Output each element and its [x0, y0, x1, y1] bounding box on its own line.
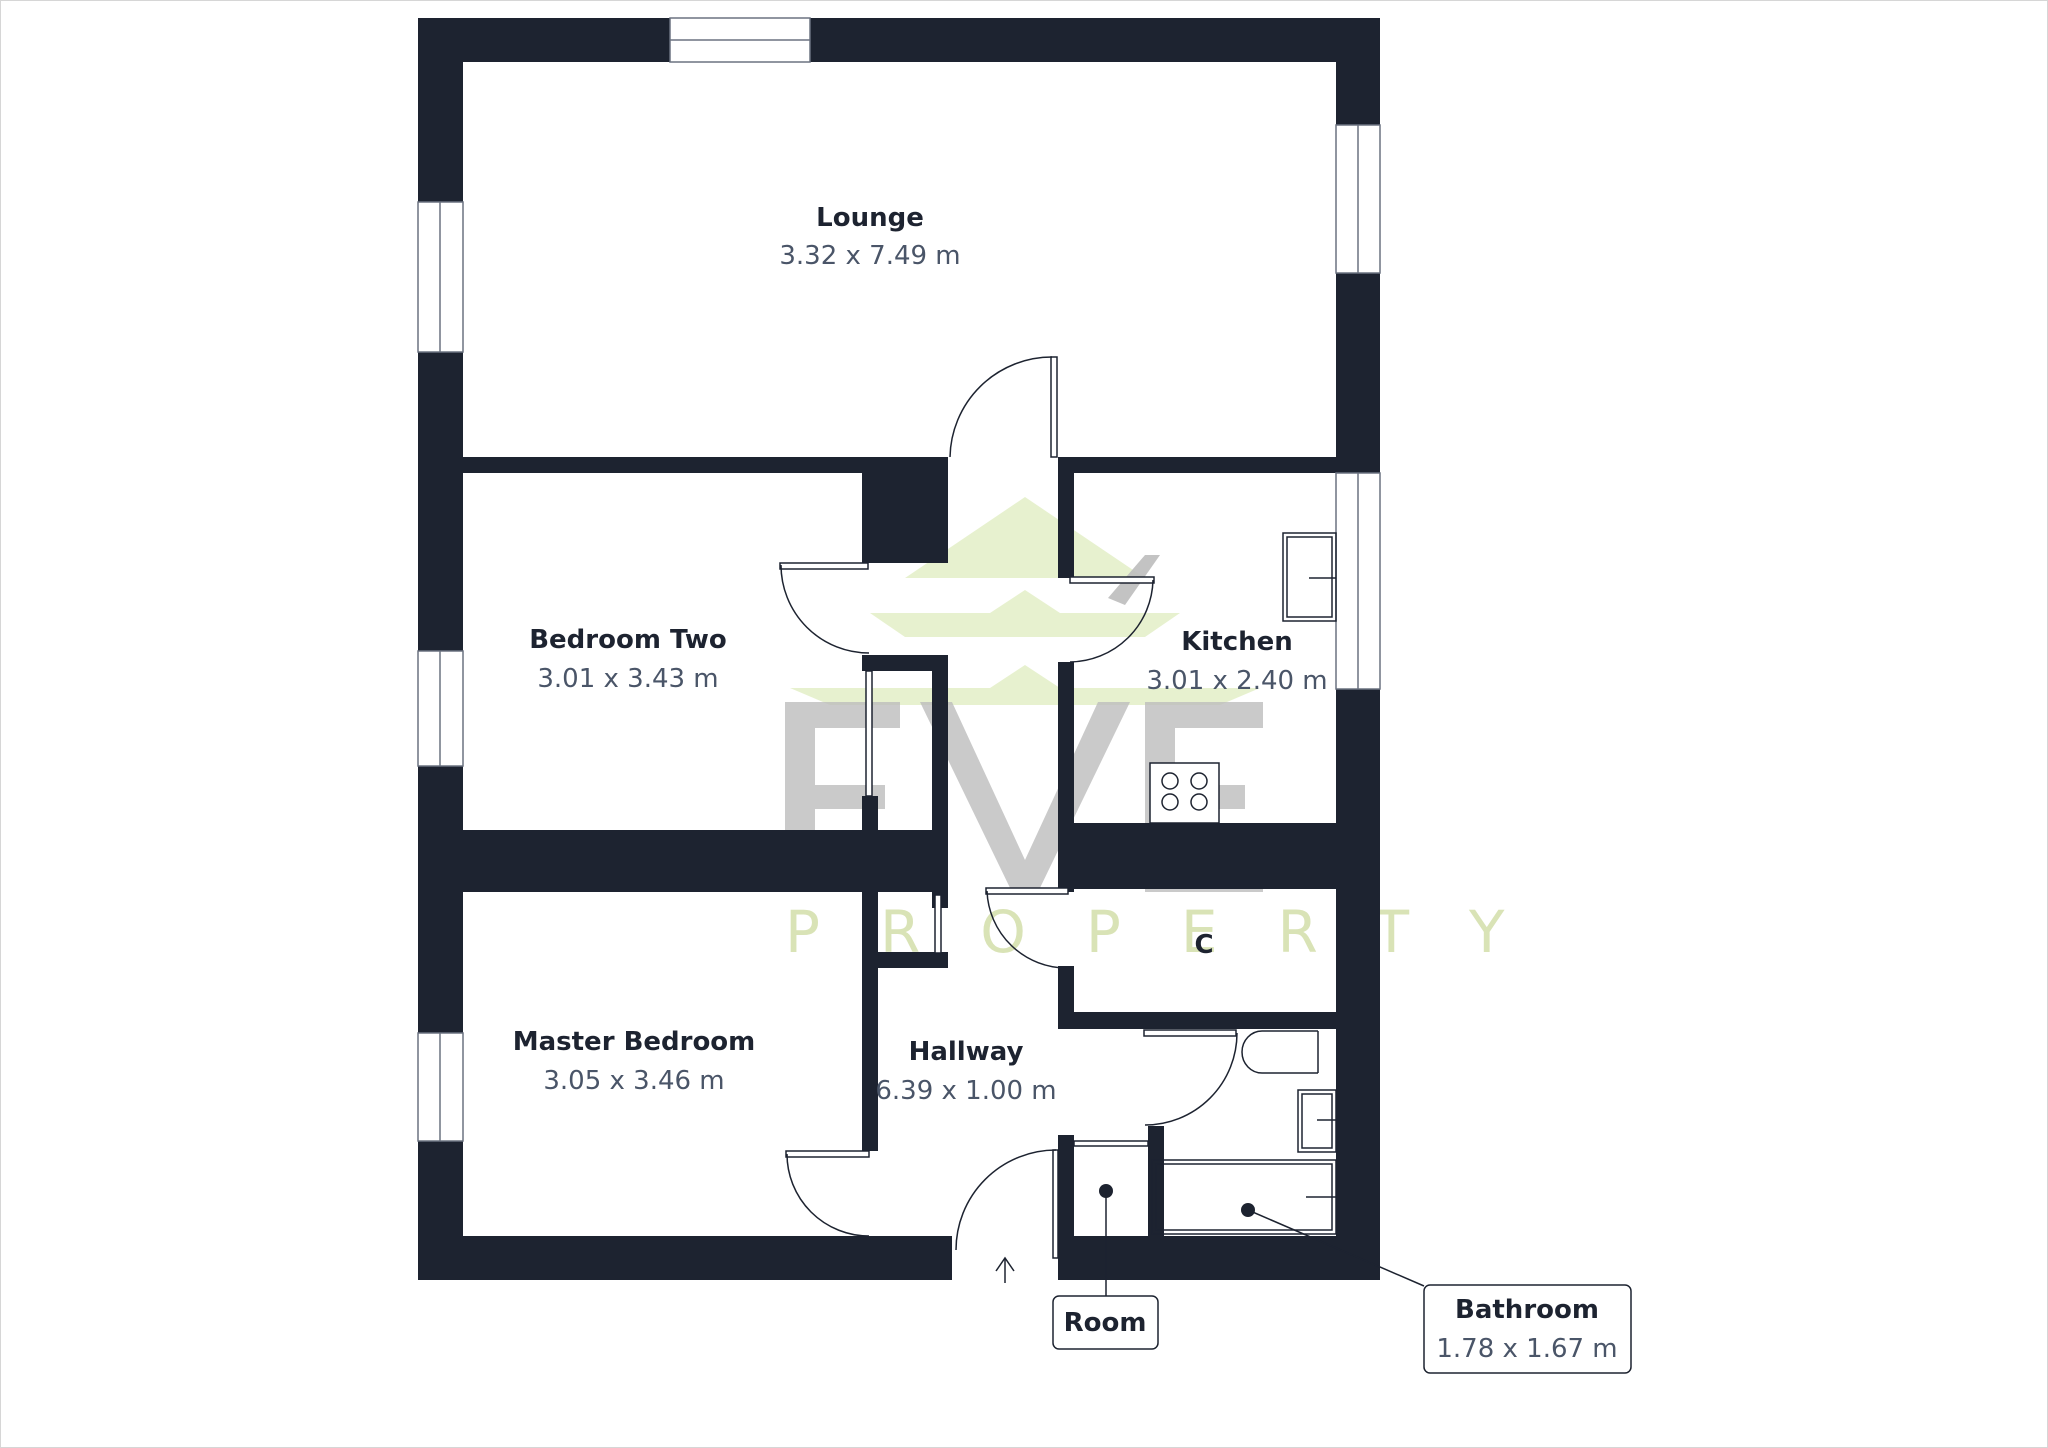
wall-block-bedroom-two: [862, 473, 948, 563]
door-leaf-master-bedroom: [785, 1150, 870, 1158]
door-leaf-kitchen: [1069, 576, 1155, 584]
master-bedroom-name: Master Bedroom: [513, 1027, 756, 1057]
master-bedroom-dims: 3.05 x 3.46 m: [543, 1066, 724, 1096]
room-tag: [1052, 1295, 1159, 1350]
door-swing-bedroom-two: [780, 564, 870, 654]
bathroom-tag: [1423, 1284, 1632, 1374]
wall-master-right: [862, 968, 878, 1151]
door-sliding-room: [1073, 1140, 1149, 1147]
door-leaf-lounge: [1050, 356, 1058, 458]
door-leaf-cupboard: [985, 887, 1069, 895]
bathroom-dims: 1.78 x 1.67 m: [1436, 1334, 1617, 1364]
roof-top-icon: [905, 497, 1145, 578]
door-swing-bathroom: [1144, 1032, 1238, 1126]
wall-hall-stub-2: [932, 953, 948, 968]
kitchen-name: Kitchen: [1181, 627, 1293, 657]
bedroom-two-dims: 3.01 x 3.43 m: [537, 664, 718, 694]
wall-bedrooms-divider: [463, 830, 948, 892]
entrance-arrow-icon: [995, 1256, 1015, 1283]
wall-lounge-bottom-left: [463, 457, 948, 473]
watermark-logo: PROPERTY: [785, 497, 1505, 966]
wall-cupboard-left: [1058, 966, 1074, 1018]
door-swing-master-bedroom: [786, 1153, 870, 1237]
kitchen-dims: 3.01 x 2.40 m: [1146, 666, 1327, 696]
roof-bottom-icon: [790, 665, 1260, 705]
basin-icon: [1297, 1089, 1337, 1153]
toilet-icon: [1241, 1030, 1319, 1074]
kitchen-sink-icon: [1282, 532, 1337, 622]
doors: [779, 356, 1238, 1259]
door-leaf-bathroom: [1143, 1029, 1237, 1037]
wall-kitchen-bottom: [1058, 823, 1336, 889]
door-leaf-bedroom-two: [779, 562, 869, 570]
cupboard-label: C: [1194, 930, 1213, 960]
hallway-dims: 6.39 x 1.00 m: [875, 1076, 1056, 1106]
wall-lounge-bottom-right: [1058, 457, 1336, 473]
lounge-dims: 3.32 x 7.49 m: [779, 241, 960, 271]
wall-top: [418, 18, 1380, 62]
wall-master-niche: [862, 952, 948, 968]
wall-bed2-post: [862, 796, 878, 836]
door-leaf-entrance: [1052, 1149, 1059, 1259]
door-swing-kitchen: [1069, 579, 1154, 663]
roof-middle-icon: [870, 590, 1180, 637]
windows: [417, 17, 1381, 1142]
bathroom-name: Bathroom: [1455, 1295, 1599, 1325]
callouts: [1099, 1184, 1425, 1297]
door-swing-cupboard: [986, 890, 1068, 969]
door-swing-entrance: [955, 1149, 1057, 1251]
fixtures: [1149, 532, 1337, 1235]
door-sliding-bedroom-two: [865, 670, 873, 797]
wall-cupboard-bottom: [1058, 1012, 1336, 1029]
wall-master-right-top: [862, 892, 878, 952]
wall-bottom-left: [418, 1236, 952, 1280]
wall-hall-left-lintel: [862, 655, 948, 671]
door-sliding-niche: [934, 894, 942, 954]
door-swing-lounge: [949, 356, 1053, 458]
lounge-name: Lounge: [816, 203, 924, 233]
hallway-name: Hallway: [909, 1037, 1024, 1067]
bath-icon: [1151, 1159, 1337, 1235]
room-tag-name: Room: [1064, 1308, 1147, 1338]
wall-room-left: [1058, 1135, 1074, 1236]
hob-icon: [1149, 762, 1220, 824]
wall-kitchen-left-upper: [1058, 473, 1074, 578]
bedroom-two-name: Bedroom Two: [529, 625, 727, 655]
room-labels: Lounge 3.32 x 7.49 m Bedroom Two 3.01 x …: [513, 203, 1632, 1374]
